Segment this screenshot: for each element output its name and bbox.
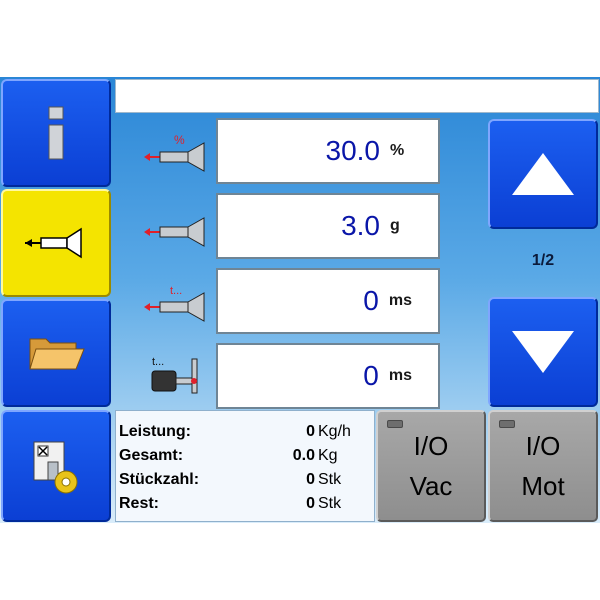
sidebar-item-settings[interactable] xyxy=(1,410,111,522)
sidebar-item-files[interactable] xyxy=(1,299,111,407)
page-down-button[interactable] xyxy=(488,297,598,407)
info-label: Rest: xyxy=(119,495,160,512)
info-value: 0 xyxy=(306,495,315,512)
motor-time-icon: t... xyxy=(151,356,198,394)
param-percent-field[interactable]: 30.0 % xyxy=(216,118,440,184)
param-value: 0 xyxy=(363,360,379,391)
info-unit: Kg xyxy=(318,447,338,464)
arrow-down-icon xyxy=(512,331,574,373)
info-value: 0.0 xyxy=(292,447,315,464)
param-value: 3.0 xyxy=(341,210,380,241)
param-value: 30.0 xyxy=(325,135,381,166)
io-vac-button[interactable]: I/O Vac xyxy=(376,410,486,522)
info-row-rest: Rest: 0 Stk xyxy=(119,492,374,516)
checklist-gear-icon xyxy=(33,441,78,494)
param-value: 0 xyxy=(363,285,379,316)
icon-label-motor-time: t... xyxy=(152,356,164,368)
param-time-field[interactable]: 0 ms xyxy=(216,268,440,334)
info-value: 0 xyxy=(306,423,315,440)
io-mot-button[interactable]: I/O Mot xyxy=(488,410,598,522)
icon-label-time: t... xyxy=(170,285,182,297)
nozzle-time-icon: t... xyxy=(144,285,205,322)
io-button-line1: I/O xyxy=(413,431,449,461)
arrow-up-icon xyxy=(512,153,574,195)
page-indicator: 1/2 xyxy=(531,252,555,269)
io-button-line2: Vac xyxy=(409,471,453,501)
io-button-line2: Mot xyxy=(521,471,565,501)
folder-icon xyxy=(29,338,85,370)
param-motor-time-field[interactable]: 0 ms xyxy=(216,343,440,409)
info-unit: Stk xyxy=(318,495,342,512)
sidebar-item-info[interactable] xyxy=(1,79,111,187)
dosing-nozzle-icon xyxy=(25,227,82,259)
param-unit: g xyxy=(390,217,400,234)
param-unit: ms xyxy=(388,367,412,384)
page-up-button[interactable] xyxy=(488,119,598,229)
info-row-gesamt: Gesamt: 0.0 Kg xyxy=(119,444,374,468)
nozzle-weight-icon xyxy=(144,217,205,247)
info-icon xyxy=(48,106,64,160)
status-info-panel: Leistung: 0 Kg/h Gesamt: 0.0 Kg Stückzah… xyxy=(115,410,375,522)
info-row-stueckzahl: Stückzahl: 0 Stk xyxy=(119,468,374,492)
status-led xyxy=(499,420,515,428)
status-led xyxy=(387,420,403,428)
param-unit: % xyxy=(390,142,405,159)
info-unit: Kg/h xyxy=(318,423,351,440)
title-bar xyxy=(115,79,599,113)
sidebar-item-dosing[interactable] xyxy=(1,189,111,297)
param-unit: ms xyxy=(388,292,412,309)
info-label: Leistung: xyxy=(119,423,191,440)
info-label: Stückzahl: xyxy=(119,471,200,488)
info-unit: Stk xyxy=(318,471,342,488)
info-label: Gesamt: xyxy=(119,447,184,464)
info-value: 0 xyxy=(306,471,315,488)
nozzle-percent-icon: % xyxy=(144,133,205,172)
icon-label-percent: % xyxy=(174,133,185,147)
io-button-line1: I/O xyxy=(525,431,561,461)
param-weight-field[interactable]: 3.0 g xyxy=(216,193,440,259)
info-row-leistung: Leistung: 0 Kg/h xyxy=(119,420,374,444)
